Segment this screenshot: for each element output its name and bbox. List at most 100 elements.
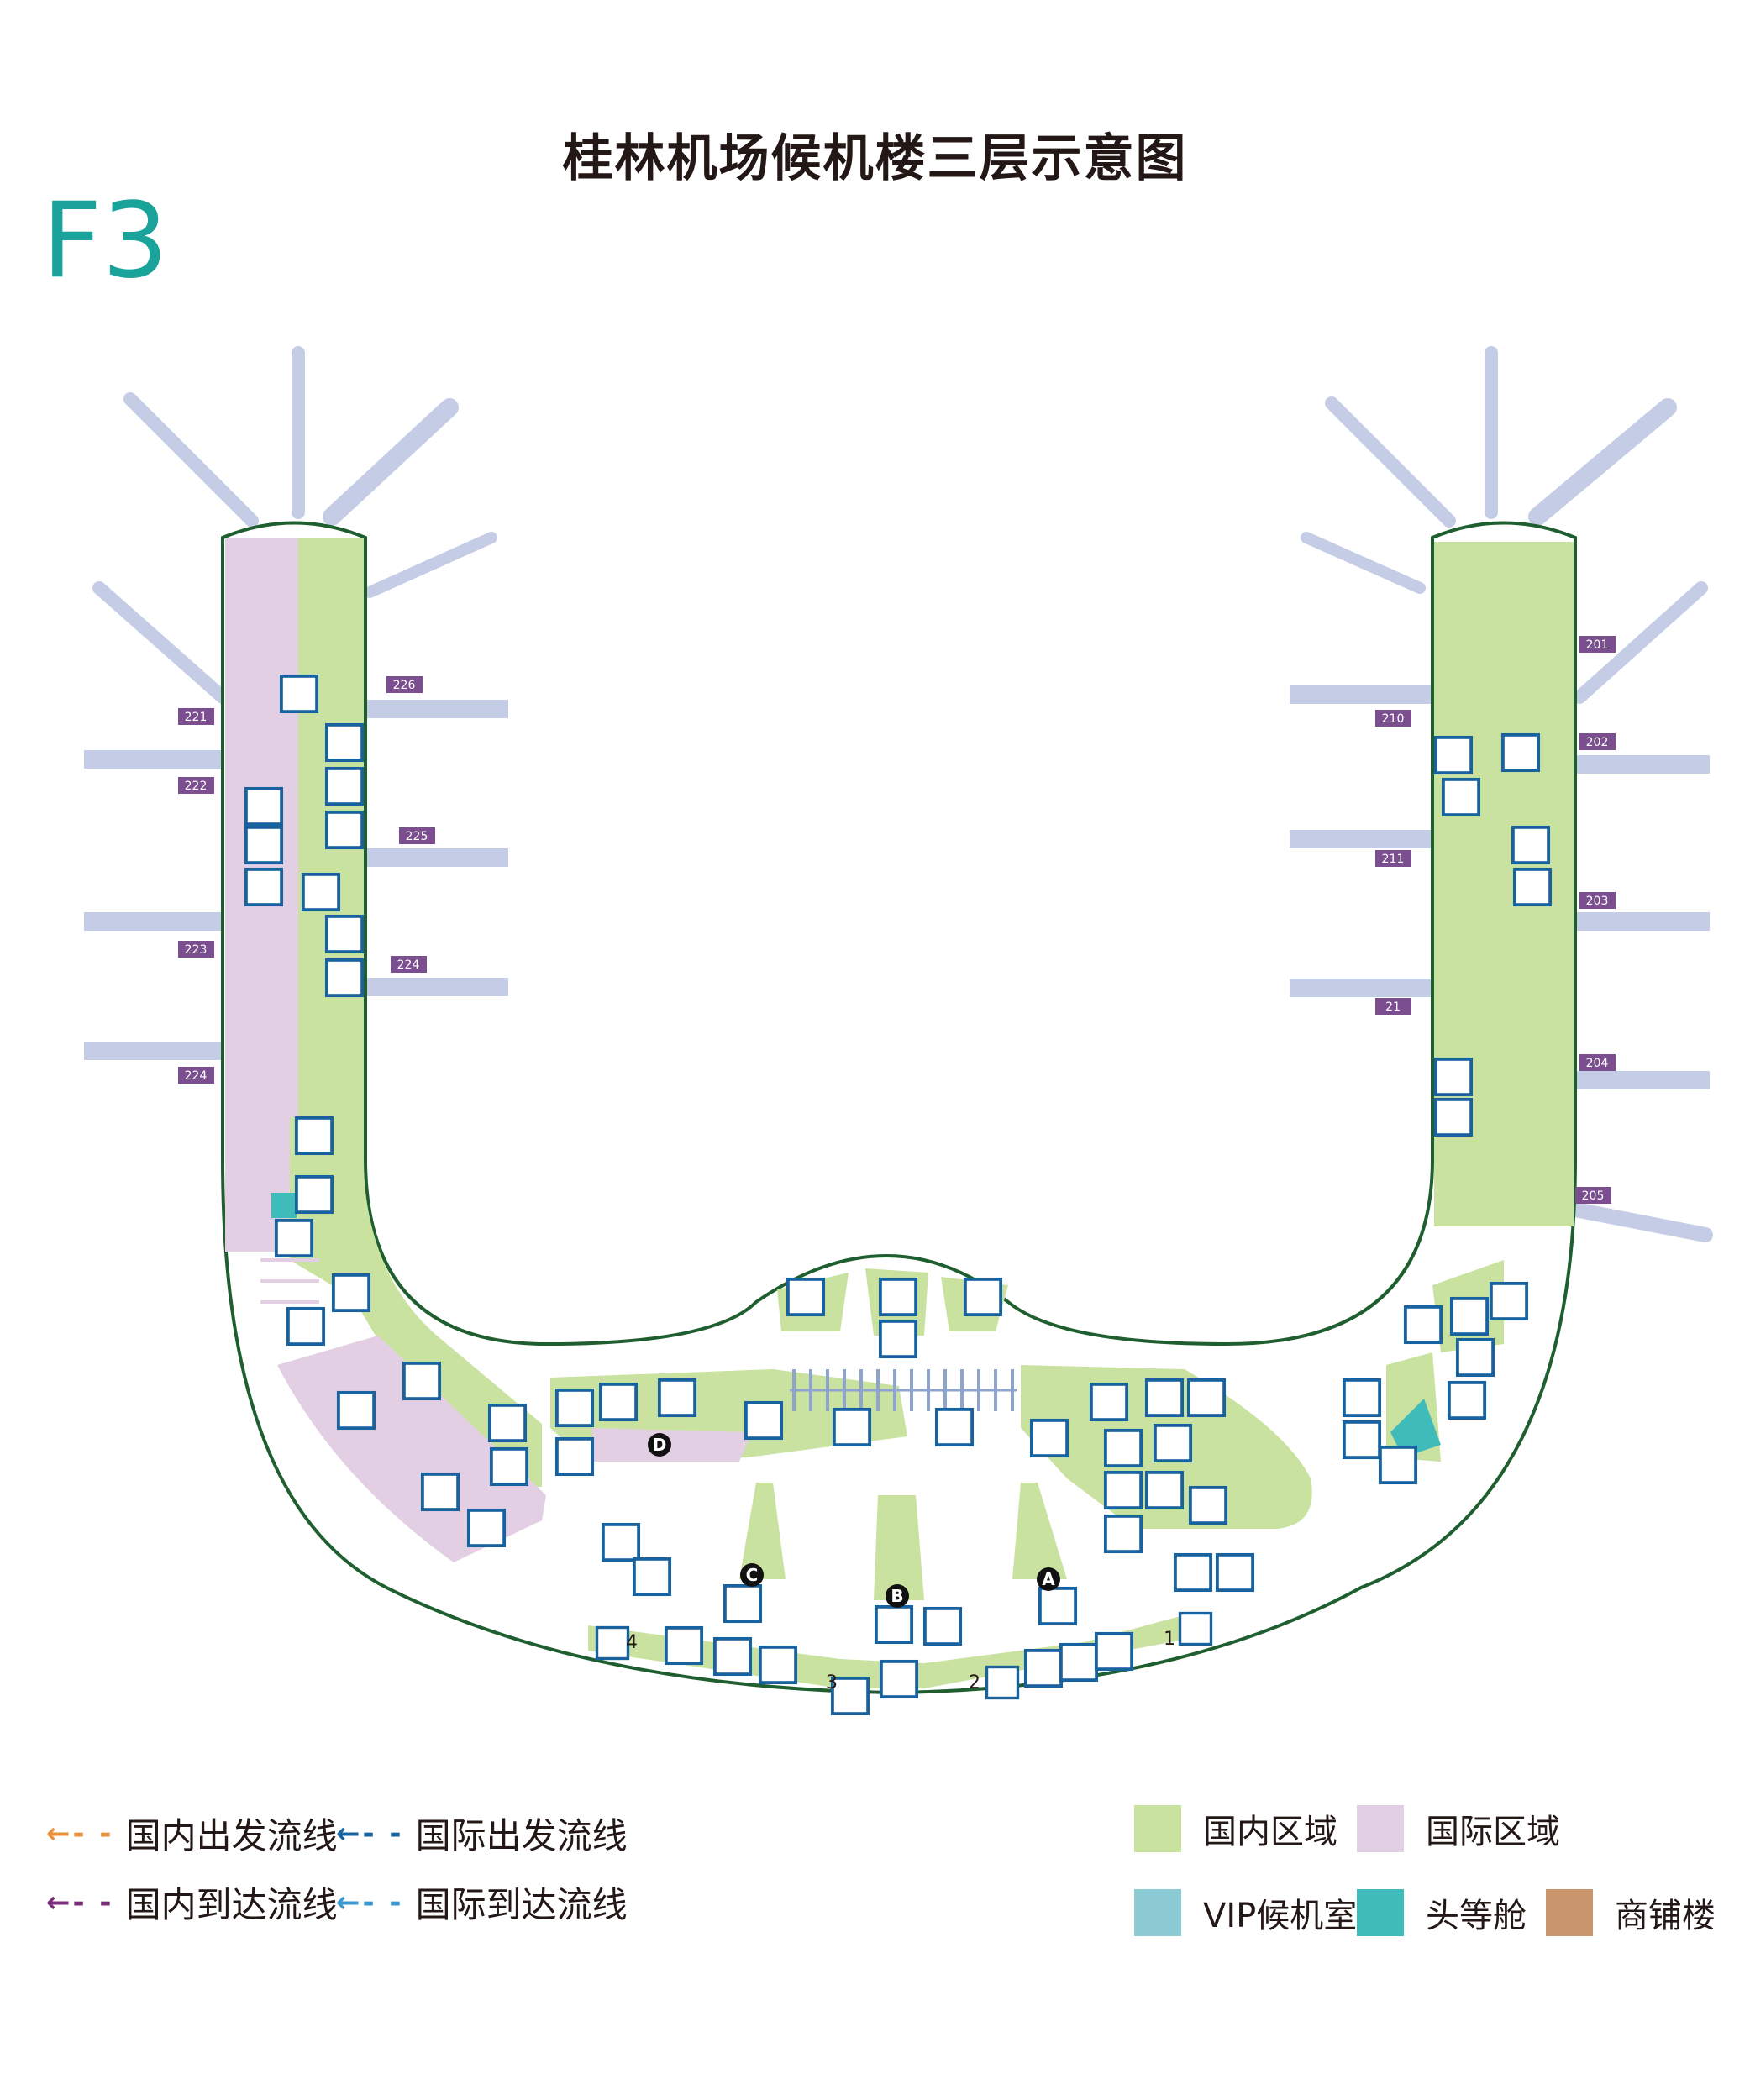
bridge-223 — [84, 912, 223, 931]
stairs-icon — [598, 1382, 639, 1422]
gate-tags: 221 222 223 224 226 225 224 210 211 21 2… — [178, 636, 1616, 1204]
info-icon — [878, 1319, 918, 1359]
water-icon — [1378, 1445, 1418, 1485]
gate-tag-201: 201 — [1579, 636, 1616, 653]
gate-tag-223: 223 — [178, 941, 214, 958]
elevator-icon — [1186, 1378, 1227, 1418]
elevator-icon — [554, 1388, 595, 1428]
restroom-icon — [712, 1636, 753, 1677]
gate-tag-224-inner: 224 — [391, 956, 427, 973]
gate-tag-203: 203 — [1579, 892, 1616, 909]
svg-text:204: 204 — [1586, 1057, 1609, 1070]
bridge-203 — [1575, 912, 1710, 931]
svg-text:224: 224 — [397, 958, 420, 972]
gate-tag-21: 21 — [1375, 998, 1411, 1015]
bridge-right-top-3 — [1528, 398, 1677, 526]
entrance-3: 3 — [826, 1672, 838, 1693]
stairs-icon — [402, 1361, 442, 1401]
bridge-right-top-1 — [1325, 396, 1456, 528]
stairs-icon — [1433, 735, 1474, 775]
map-title: 桂林机场候机楼三层示意图 — [562, 129, 1188, 188]
info-icon — [922, 1606, 963, 1646]
gate-tag-204: 204 — [1579, 1054, 1616, 1071]
arrow-icon: ←- - — [336, 1885, 404, 1919]
checkpoint-c: C — [740, 1563, 764, 1587]
escalator-icon — [279, 674, 319, 714]
restroom-icon — [1342, 1420, 1382, 1460]
svg-text:D: D — [653, 1435, 667, 1455]
restroom-icon — [1089, 1382, 1129, 1422]
svg-text:222: 222 — [185, 780, 208, 793]
svg-text:226: 226 — [393, 679, 416, 692]
elevator-icon — [1449, 1296, 1490, 1336]
swatch-international — [1357, 1805, 1404, 1852]
elevator-icon — [1173, 1552, 1213, 1593]
luggage-cart-icon — [1023, 1648, 1064, 1688]
restroom-icon — [879, 1659, 919, 1699]
medical-icon — [324, 810, 365, 850]
restroom-icon — [1512, 867, 1553, 907]
escalator-icon — [878, 1277, 918, 1317]
legend-first-class: 头等舱 — [1357, 1888, 1527, 1937]
svg-text:211: 211 — [1382, 853, 1405, 866]
swatch-vip — [1134, 1889, 1181, 1936]
entrance-2: 2 — [969, 1672, 980, 1693]
gate-tag-210: 210 — [1375, 710, 1411, 727]
gate-tag-225: 225 — [399, 827, 435, 844]
stairs-icon — [324, 722, 365, 763]
swatch-first-class — [1357, 1889, 1404, 1936]
escalator-icon — [1215, 1552, 1255, 1593]
bridge-225 — [365, 848, 508, 867]
water-icon — [1103, 1514, 1143, 1554]
exit-icon — [1178, 1611, 1213, 1646]
entrance-1: 1 — [1164, 1629, 1175, 1650]
svg-text:B: B — [891, 1586, 903, 1606]
bridge-221 — [92, 581, 229, 704]
nursing-icon — [294, 1174, 334, 1215]
water-icon — [1455, 1337, 1495, 1378]
legend-shop-building: 商铺楼 — [1546, 1888, 1716, 1937]
bridge-202 — [1575, 755, 1710, 774]
checkpoint-d: D — [648, 1433, 671, 1457]
gate-tag-226: 226 — [386, 676, 423, 693]
bridge-21 — [1290, 979, 1432, 997]
bridge-224 — [365, 978, 508, 996]
svg-text:21: 21 — [1385, 1000, 1401, 1014]
legend-domestic-area: 国内区域 — [1134, 1804, 1337, 1853]
stairs-icon — [786, 1277, 826, 1317]
pier-b — [874, 1495, 924, 1600]
gate-tag-224-outer: 224 — [178, 1067, 214, 1084]
bridge-205 — [1568, 1202, 1713, 1242]
nursing-icon — [1403, 1305, 1443, 1345]
svg-text:202: 202 — [1586, 736, 1609, 749]
stairs-icon — [331, 1273, 371, 1313]
police-icon — [420, 1472, 460, 1512]
gate-tag-221: 221 — [178, 708, 214, 725]
svg-text:221: 221 — [185, 711, 208, 724]
international-zone-d — [592, 1428, 752, 1462]
water-icon — [1511, 825, 1551, 865]
security-check-icon — [874, 1604, 914, 1645]
nursing-icon — [1103, 1470, 1143, 1510]
bridge-left-top-4 — [364, 532, 497, 598]
bridge-210 — [1290, 685, 1432, 704]
bridge-201 — [1573, 581, 1708, 704]
luggage-cart-icon — [758, 1645, 798, 1685]
vip-lounge-west — [271, 1193, 297, 1218]
luggage-cart-icon — [554, 1436, 595, 1477]
water-icon — [301, 872, 341, 912]
escalator-icon — [601, 1522, 641, 1562]
stairs-icon — [1342, 1378, 1382, 1418]
security-lanes — [260, 1258, 1017, 1411]
svg-text:210: 210 — [1382, 712, 1405, 726]
water-icon — [244, 786, 284, 827]
gate-tag-202: 202 — [1579, 733, 1616, 750]
shop-icon — [744, 1400, 784, 1441]
domestic-zone-bend — [290, 1117, 542, 1487]
svg-text:205: 205 — [1582, 1189, 1605, 1203]
legend-international-area: 国际区域 — [1357, 1804, 1560, 1853]
gate-tag-211: 211 — [1375, 850, 1411, 867]
security-check-icon — [1038, 1586, 1078, 1626]
restroom-icon — [244, 825, 284, 865]
nursing-icon — [489, 1446, 529, 1487]
